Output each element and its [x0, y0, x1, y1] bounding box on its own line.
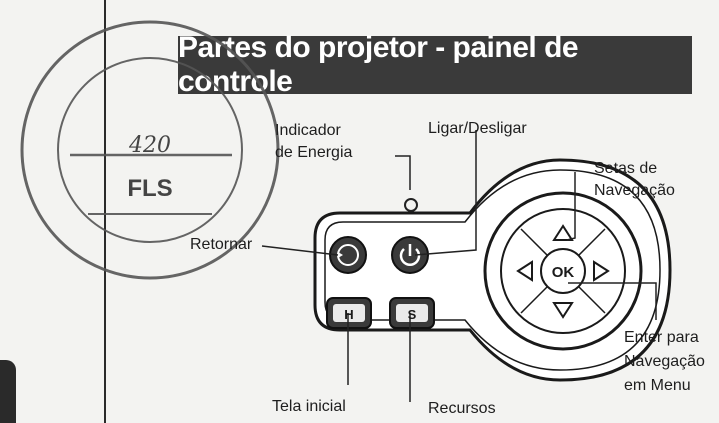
label-indicator: Indicador de Energia	[275, 120, 352, 164]
label-power: Ligar/Desligar	[428, 120, 527, 137]
down-arrow-icon[interactable]	[552, 302, 574, 319]
label-enter-line2: Navegação	[624, 353, 705, 370]
left-arrow-icon[interactable]	[516, 260, 533, 282]
label-enter-line1: Enter para	[624, 329, 699, 346]
indicator-leader-line	[395, 155, 411, 190]
label-features: Recursos	[428, 400, 496, 417]
label-arrows: Setas de Navegação	[594, 158, 675, 202]
power-indicator-led	[404, 198, 418, 212]
label-arrows-line2: Navegação	[594, 182, 675, 199]
power-button[interactable]	[391, 236, 429, 274]
enter-leader-line	[568, 282, 657, 320]
label-home: Tela inicial	[272, 398, 346, 415]
stamp-number: 420	[128, 133, 171, 158]
right-arrow-icon[interactable]	[593, 260, 610, 282]
label-indicator-line1: Indicador	[275, 122, 341, 139]
back-leader-line	[261, 245, 339, 256]
power-leader-line	[414, 130, 477, 256]
margin-line	[104, 0, 106, 423]
up-arrow-icon[interactable]	[552, 224, 574, 241]
home-button-label: H	[344, 307, 353, 322]
label-enter-line3: em Menu	[624, 377, 691, 394]
ok-button-label: OK	[552, 264, 575, 281]
label-enter: Enter para Navegação em Menu	[624, 326, 705, 398]
stamp-fls: FLS	[127, 175, 172, 202]
arrows-leader-line	[566, 172, 576, 241]
edge-shadow	[0, 360, 16, 423]
section-title: Partes do projetor - painel de controle	[178, 31, 692, 98]
features-button-label: S	[408, 307, 417, 322]
home-button[interactable]	[326, 297, 372, 329]
label-indicator-line2: de Energia	[275, 144, 353, 161]
label-back: Retornar	[190, 236, 253, 253]
label-arrows-line1: Setas de	[594, 160, 658, 177]
navigation-pad[interactable]	[483, 191, 643, 351]
municipal-stamp	[20, 20, 280, 280]
features-button[interactable]	[389, 297, 435, 329]
